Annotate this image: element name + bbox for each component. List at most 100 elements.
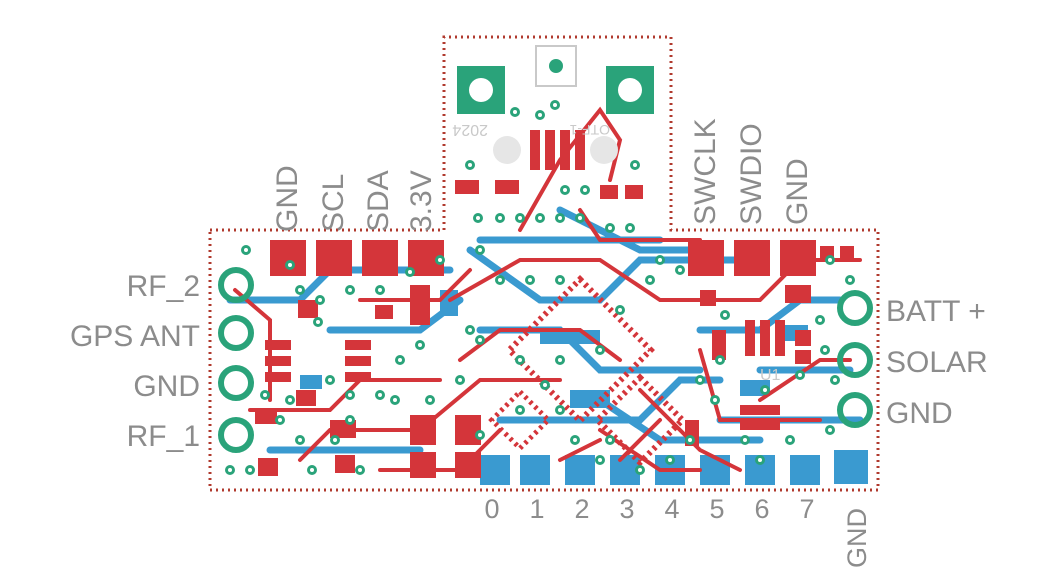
via-hole [458,378,462,382]
via-hole [698,378,702,382]
via-hole [583,188,587,192]
via-hole [468,328,472,332]
via-hole [418,343,422,347]
via-hole [348,288,352,292]
via-hole [713,398,717,402]
via-hole [563,188,567,192]
right-pin-labels: BATT + SOLAR GND [886,295,988,430]
via-hole [244,248,248,252]
via-hole [438,258,442,262]
left-label-rf2: RF_2 [127,270,200,303]
edge-pads-left [218,267,254,453]
via-hole [288,398,292,402]
via-hole [333,438,337,442]
via-hole [818,318,822,322]
via-hole [543,383,547,387]
silk-year: 2024 [452,121,488,138]
via-hole [378,288,382,292]
via-hole [718,358,722,362]
via-hole [628,226,632,230]
via-hole [743,438,747,442]
via-hole [478,248,482,252]
via-hole [228,468,232,472]
via-hole [348,393,352,397]
board-outline [208,35,880,492]
bottom-label-6: 6 [754,494,769,524]
via-hole [648,278,652,282]
via-hole [518,408,522,412]
bottom-label-7: 7 [799,494,814,524]
via-hole [558,358,562,362]
via-hole [723,313,727,317]
via-hole [608,226,612,230]
via-hole [598,348,602,352]
via-hole [828,428,832,432]
via-hole [678,268,682,272]
via-hole [833,378,837,382]
via-hole [478,433,482,437]
left-pin-labels: RF_2 GPS ANT GND RF_1 [70,270,200,453]
bottom-label-3: 3 [619,494,634,524]
via-hole [398,358,402,362]
top-label-3v3: 3.3V [405,170,438,232]
via-hole [316,320,320,324]
top-pin-labels: GND SCL SDA 3.3V SWCLK SWDIO GND [271,118,814,232]
via-hole [573,438,577,442]
via-hole [538,113,542,117]
via-hole [248,468,252,472]
top-label-swclk: SWCLK [689,118,722,225]
via-hole [476,216,480,220]
via-hole [468,163,472,167]
top-label-sda: SDA [362,170,395,232]
via-hole [598,458,602,462]
via-hole [638,468,642,472]
via-hole [688,438,692,442]
right-label-batt: BATT + [886,295,986,328]
right-label-gnd: GND [886,397,953,430]
via-hole [553,103,557,107]
bottom-label-5: 5 [709,494,724,524]
via-hole [828,258,832,262]
via-hole [578,216,582,220]
via-hole [848,278,852,282]
via-hole [288,263,292,267]
via-hole [378,393,382,397]
top-label-scl: SCL [317,174,350,232]
via-hole [558,216,562,220]
via-hole [608,438,612,442]
silk-board-id: OTF-1 [569,122,610,138]
via-hole [298,288,302,292]
top-label-gnd: GND [271,165,304,232]
via-hole [788,438,792,442]
via-hole [618,308,622,312]
via-hole [498,216,502,220]
left-label-gnd: GND [133,370,200,403]
via-hole [263,393,267,397]
via-hole [408,270,412,274]
via-hole [498,278,502,282]
via-hole [758,458,762,462]
via-hole [528,278,532,282]
silk-chip-label: U1 [760,367,781,384]
via-hole [798,373,802,377]
via-hole [668,458,672,462]
edge-pads-right [837,290,873,428]
bottom-label-0: 0 [484,494,499,524]
via-hole [823,348,827,352]
via-hole [658,258,662,262]
via-hole [348,418,352,422]
via-hole [310,468,314,472]
top-label-swdio: SWDIO [735,123,768,225]
mounting-pads [457,45,654,164]
via-hole [428,398,432,402]
via-hole [478,338,482,342]
via-hole [393,398,397,402]
via-hole [633,163,637,167]
bottom-label-2: 2 [574,494,589,524]
via-hole [278,418,282,422]
left-label-gps-ant: GPS ANT [70,320,200,353]
via-hole [558,278,562,282]
silkscreen-text: 2024 OTF-1 U1 [452,121,780,384]
via-hole [513,110,517,114]
